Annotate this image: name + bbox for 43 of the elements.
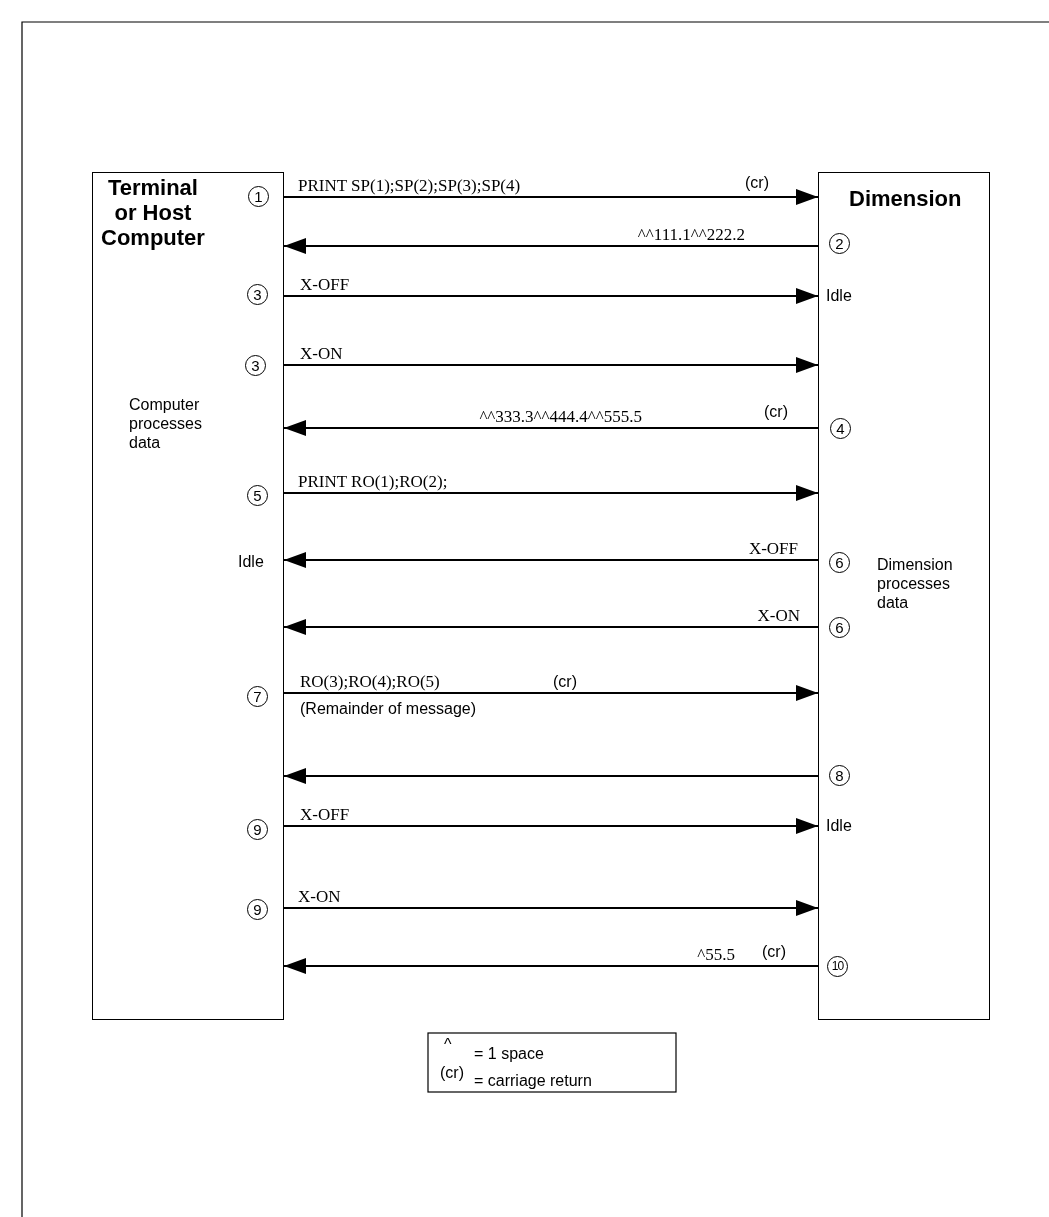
- edge-label: X-OFF: [300, 806, 350, 824]
- message-arrow: [283, 420, 819, 436]
- edge-label: ^55.5: [697, 946, 735, 964]
- message-arrow: [283, 619, 819, 635]
- annotation-text: (cr): [762, 943, 786, 961]
- status-note: Computer processes data: [129, 395, 202, 452]
- annotation-text: (cr): [553, 673, 577, 691]
- message-arrow: [283, 958, 819, 974]
- annotation-text: = carriage return: [474, 1072, 592, 1090]
- status-note: Dimension processes data: [877, 555, 953, 612]
- message-arrow: [283, 900, 819, 916]
- edge-label: X-OFF: [300, 276, 350, 294]
- message-arrow: [283, 685, 819, 701]
- edge-label: ^^333.3^^444.4^^555.5: [479, 408, 642, 426]
- edge-label: ^^111.1^^222.2: [637, 226, 745, 244]
- message-arrow: [283, 238, 819, 254]
- edge-label: X-OFF: [748, 540, 798, 558]
- edge-label: PRINT RO(1);RO(2);: [298, 473, 448, 491]
- annotation-text: (cr): [440, 1064, 464, 1082]
- participant-title: Dimension: [849, 186, 962, 211]
- participant-title: Terminal or Host Computer: [101, 175, 205, 250]
- annotation-text: Idle: [826, 287, 852, 305]
- participant-box: [818, 172, 990, 1020]
- edge-label: X-ON: [757, 607, 800, 625]
- annotation-text: (Remainder of message): [300, 700, 477, 718]
- message-arrow: [283, 357, 819, 373]
- message-arrow: [283, 768, 819, 784]
- participant-box: [92, 172, 284, 1020]
- annotation-text: (cr): [745, 174, 769, 192]
- annotation-text: ^: [444, 1036, 452, 1054]
- message-arrow: [283, 818, 819, 834]
- edge-label: RO(3);RO(4);RO(5): [300, 673, 440, 691]
- message-arrow: [283, 189, 819, 205]
- annotation-text: Idle: [238, 553, 264, 571]
- message-arrow: [283, 288, 819, 304]
- annotation-text: (cr): [764, 403, 788, 421]
- message-arrow: [283, 485, 819, 501]
- annotation-text: Idle: [826, 817, 852, 835]
- message-arrow: [283, 552, 819, 568]
- edge-label: X-ON: [298, 888, 341, 906]
- edge-label: X-ON: [300, 345, 343, 363]
- annotation-text: = 1 space: [474, 1045, 544, 1063]
- edge-label: PRINT SP(1);SP(2);SP(3);SP(4): [298, 177, 521, 195]
